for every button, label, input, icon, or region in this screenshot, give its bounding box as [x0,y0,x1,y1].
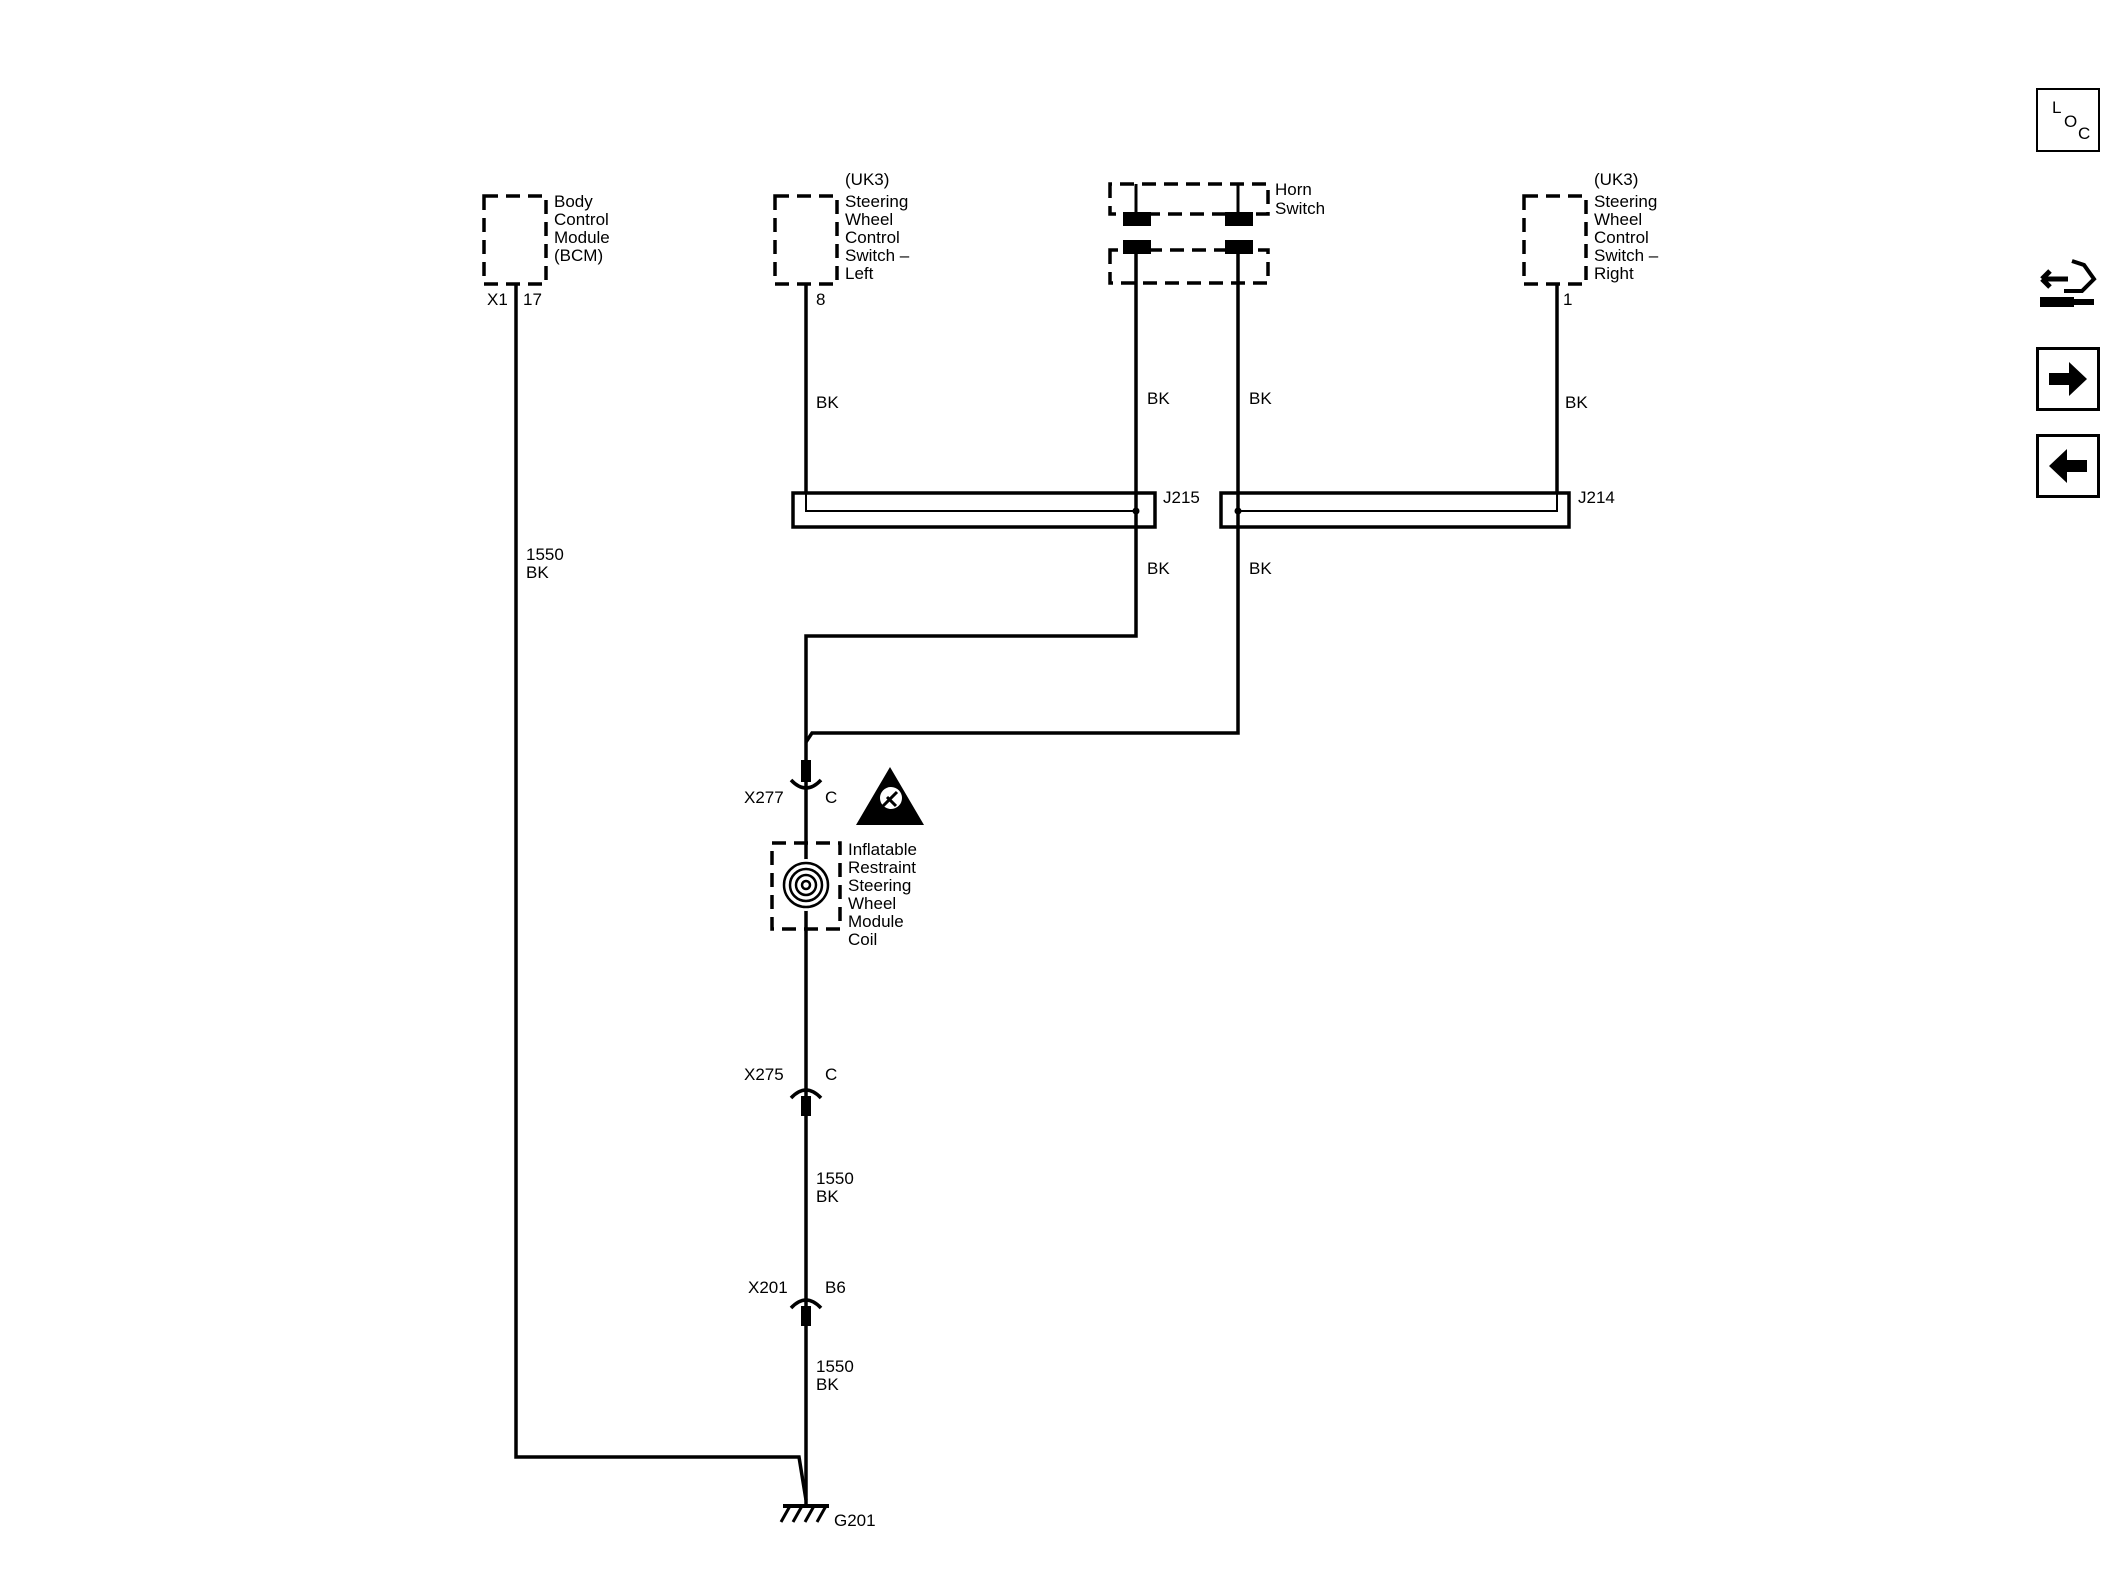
splice-j215[interactable]: J215 [791,488,1200,529]
forward-arrow-icon [2049,362,2087,396]
loc-letter-c: C [2078,124,2091,143]
x275-wire-color: BK [816,1187,839,1206]
next-page-button[interactable] [2036,347,2100,411]
connector-x277[interactable]: X277 C [744,760,837,807]
bcm-component[interactable]: Body Control Module (BCM) [482,192,610,286]
loc-letter-l: L [2052,98,2062,117]
sw-left-wire-color: BK [816,393,839,412]
horn-label-1: Horn [1275,180,1312,199]
sw-right-label-2: Steering [1594,192,1657,211]
coil-label-6: Coil [848,930,877,949]
coil-label-2: Restraint [848,858,916,877]
connector-x275[interactable]: X275 C [744,1065,837,1116]
sw-left-label-1: (UK3) [845,170,889,189]
horn-switch[interactable]: Horn Switch [1108,180,1325,285]
x201-label: X201 [748,1278,788,1297]
wire-bcm-ground [514,284,808,1501]
horn-label-2: Switch [1275,199,1325,218]
sw-left-pin: 8 [816,290,825,309]
bcm-label-2: Control [554,210,609,229]
splice-j214[interactable]: J214 [1219,488,1615,529]
ground-g201[interactable]: G201 [779,1504,876,1530]
splice-j214-label: J214 [1578,488,1615,507]
back-arrow-icon [2049,449,2087,483]
loc-letter-o: O [2064,112,2078,131]
ground-symbol-icon [779,1505,828,1523]
x201-wire-color: BK [816,1375,839,1394]
bcm-label-1: Body [554,192,593,211]
x275-wire-circuit: 1550 [816,1169,854,1188]
wires [514,254,1559,1506]
coil-label-4: Wheel [848,894,896,913]
x201-wire-circuit: 1550 [816,1357,854,1376]
clockspring-coil[interactable]: Inflatable Restraint Steering Wheel Modu… [770,840,917,949]
bcm-label-3: Module [554,228,610,247]
bcm-pin-label: 17 [523,290,542,309]
x277-pin-label: C [825,788,837,807]
spiral-coil-icon [782,861,830,909]
bcm-wire-circuit: 1550 [526,545,564,564]
sw-right-wire-color: BK [1565,393,1588,412]
sw-right-label-6: Right [1594,264,1634,283]
x277-label: X277 [744,788,784,807]
sw-right-label-3: Wheel [1594,210,1642,229]
wire-horn-left [804,254,1138,742]
steering-switch-left[interactable]: (UK3) Steering Wheel Control Switch – Le… [773,170,910,286]
sw-left-label-4: Control [845,228,900,247]
sw-left-label-5: Switch – [845,246,910,265]
x275-label: X275 [744,1065,784,1084]
sw-left-label-2: Steering [845,192,908,211]
wire-labels: 1550 BK BK BK BK BK BK BK 1550 BK 1550 B… [526,389,1588,1394]
ground-label: G201 [834,1511,876,1530]
connector-x201[interactable]: X201 B6 [748,1278,846,1326]
steering-switch-right[interactable]: (UK3) Steering Wheel Control Switch – Ri… [1522,170,1659,286]
horn-right-wire-color: BK [1249,389,1272,408]
sw-left-label-6: Left [845,264,874,283]
bcm-connector-label: X1 [487,290,508,309]
x201-pin-label: B6 [825,1278,846,1297]
coil-label-1: Inflatable [848,840,917,859]
coil-label-3: Steering [848,876,911,895]
sw-right-label-5: Switch – [1594,246,1659,265]
sw-left-label-3: Wheel [845,210,893,229]
j214-out-wire-color: BK [1249,559,1272,578]
bcm-label-4: (BCM) [554,246,603,265]
connector-end-view-icon[interactable] [2040,259,2097,307]
location-button[interactable]: L O C [2036,88,2100,152]
splice-j215-label: J215 [1163,488,1200,507]
horn-left-wire-color: BK [1147,389,1170,408]
j215-out-wire-color: BK [1147,559,1170,578]
x275-pin-label: C [825,1065,837,1084]
sw-right-label-1: (UK3) [1594,170,1638,189]
coil-label-5: Module [848,912,904,931]
airbag-warning-icon [856,767,924,825]
sw-right-label-4: Control [1594,228,1649,247]
previous-page-button[interactable] [2036,434,2100,498]
bcm-wire-color: BK [526,563,549,582]
sw-right-pin: 1 [1563,290,1572,309]
